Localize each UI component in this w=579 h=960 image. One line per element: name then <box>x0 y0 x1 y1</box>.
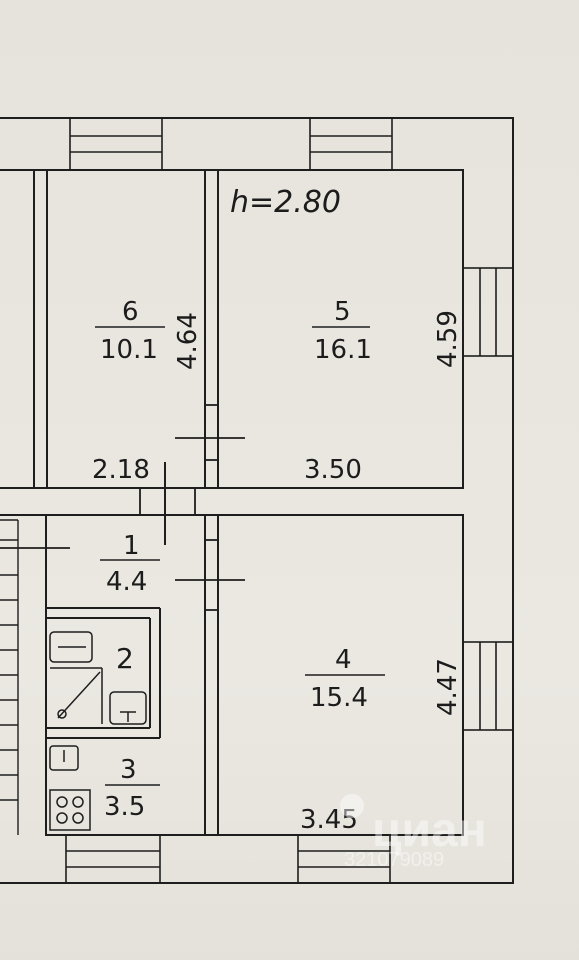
room-1-area: 4.4 <box>106 567 147 597</box>
room-4-area: 15.4 <box>310 683 368 713</box>
dimension-room-5-width: 3.50 <box>304 455 362 485</box>
staircase <box>0 519 19 835</box>
windows <box>65 117 514 884</box>
room-5-number: 5 <box>334 297 351 327</box>
watermark-id: 321079089 <box>344 849 444 871</box>
dimension-room-4-height: 4.47 <box>433 658 463 716</box>
watermark-brand: циан <box>372 804 487 857</box>
stove-icon <box>49 789 91 831</box>
interior-walls <box>33 170 219 835</box>
room-1-number: 1 <box>123 531 140 561</box>
room-4-number: 4 <box>335 645 352 675</box>
cian-watermark: циан 321079089 <box>340 794 487 871</box>
dimension-room-4-width: 3.45 <box>300 805 358 835</box>
room-3-number: 3 <box>120 755 137 785</box>
dimension-room-5-height: 4.59 <box>433 310 463 368</box>
bathtub-icon <box>49 631 103 724</box>
door-marks <box>0 404 245 611</box>
room-2-number: 2 <box>116 642 134 675</box>
dimension-corridor-width: 2.18 <box>92 455 150 485</box>
outer-walls <box>0 117 514 884</box>
cian-logo-icon <box>340 794 364 818</box>
room-3-area: 3.5 <box>104 792 145 822</box>
room-6-area: 10.1 <box>100 335 158 365</box>
room-5-area: 16.1 <box>314 335 372 365</box>
toilet-icon <box>109 691 147 725</box>
sink-icon <box>49 745 79 771</box>
room-6-number: 6 <box>122 297 139 327</box>
room-fraction-lines <box>95 326 385 786</box>
dimension-room-6-height: 4.64 <box>173 312 203 370</box>
ceiling-height-label: h=2.80 <box>230 185 341 220</box>
